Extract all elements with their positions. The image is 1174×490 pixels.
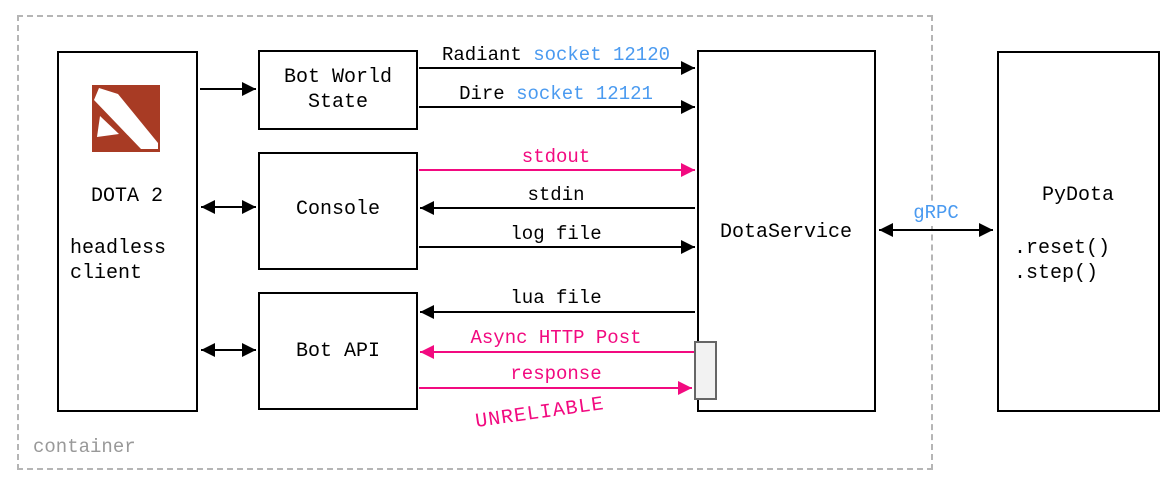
stdout-label: stdout xyxy=(521,146,591,168)
bot-world-state-box xyxy=(258,50,418,130)
async-http-post-label: Async HTTP Post xyxy=(470,327,642,349)
bot-world-state-label: Bot World State xyxy=(283,66,393,114)
response-label: response xyxy=(510,363,602,385)
bot-api-label: Bot API xyxy=(295,340,381,363)
pydota-box xyxy=(997,51,1160,412)
pydota-title: PyDota xyxy=(1041,184,1115,207)
console-label: Console xyxy=(295,198,381,221)
container-boundary xyxy=(17,15,933,470)
bot-api-box xyxy=(258,292,418,410)
container-label: container xyxy=(33,436,136,458)
http-port xyxy=(694,341,717,400)
dota-service-box xyxy=(697,50,876,412)
console-box xyxy=(258,152,418,270)
dota2-title: DOTA 2 xyxy=(90,185,164,208)
radiant-socket-label: Radiant socket 12120 xyxy=(441,44,671,66)
dire-socket-label: Dire socket 12121 xyxy=(459,83,653,105)
lua-file-label: lua file xyxy=(510,287,602,309)
log-file-label: log file xyxy=(510,223,602,245)
grpc-label: gRPC xyxy=(910,202,962,226)
dota-service-label: DotaService xyxy=(719,221,853,244)
stdin-label: stdin xyxy=(527,184,585,206)
pydota-methods: .reset() .step() xyxy=(1014,237,1111,285)
dota2-logo-icon xyxy=(92,85,160,152)
dota2-subtitle: headless client xyxy=(70,237,167,285)
